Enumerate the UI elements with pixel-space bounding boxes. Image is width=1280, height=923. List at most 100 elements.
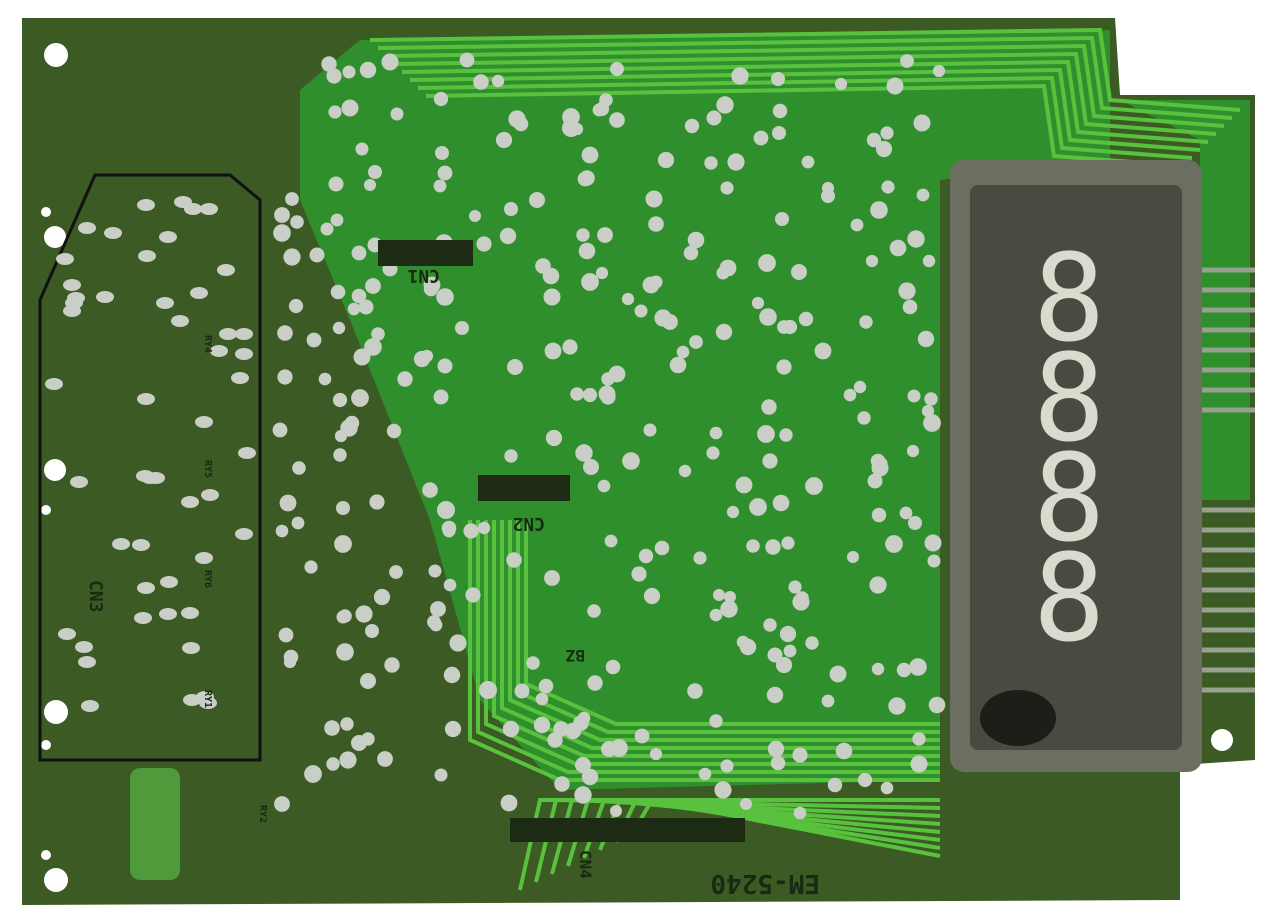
solder-pad (913, 114, 931, 132)
solder-pad (881, 180, 895, 194)
solder-pad (899, 506, 913, 520)
solder-pad (359, 61, 377, 79)
solder-pad (377, 751, 393, 767)
solder-pad (544, 342, 562, 360)
solder-pad (309, 247, 325, 263)
solder-pad (141, 472, 159, 484)
solder-pad (332, 321, 346, 335)
solder-pad (506, 552, 522, 568)
solder-pad (715, 323, 733, 341)
solder-pad (463, 523, 479, 539)
solder-pad (753, 130, 769, 146)
solder-pad (159, 231, 177, 243)
cn4-label: CN4 (576, 850, 595, 879)
solder-pad (538, 678, 554, 694)
solder-pad (676, 345, 690, 359)
solder-pad (553, 721, 569, 737)
vfd-display (950, 160, 1202, 772)
solder-pad (500, 794, 518, 812)
solder-pad (368, 165, 382, 179)
solder-pad (853, 380, 867, 394)
solder-pad (870, 201, 888, 219)
solder-pad (328, 105, 342, 119)
solder-pad (709, 714, 723, 728)
solder-pad (459, 52, 475, 68)
solder-pad (526, 656, 540, 670)
solder-pad (390, 107, 404, 121)
solder-pad (604, 534, 618, 548)
solder-pad (137, 582, 155, 594)
solder-pad (875, 140, 893, 158)
solder-pad (389, 565, 403, 579)
solder-pad (869, 576, 887, 594)
solder-pad (58, 628, 76, 640)
solder-pad (477, 521, 491, 535)
solder-pad (758, 254, 776, 272)
solder-pad (605, 659, 621, 675)
solder-pad (81, 700, 99, 712)
solder-pad (781, 536, 795, 550)
solder-pad (437, 358, 453, 374)
solder-pad (634, 728, 650, 744)
solder-pad (827, 777, 843, 793)
solder-pad (898, 282, 916, 300)
solder-pad (160, 576, 178, 588)
solder-pad (792, 593, 810, 611)
solder-pad (889, 239, 907, 257)
solder-pad (288, 298, 304, 314)
relay-label: RY4 (202, 335, 213, 353)
solder-pad (709, 608, 723, 622)
solder-pad (338, 609, 352, 623)
solder-pad (587, 675, 603, 691)
solder-pad (927, 554, 941, 568)
solder-pad (507, 359, 523, 375)
solder-pad (469, 210, 481, 222)
solder-pad (921, 404, 935, 418)
solder-pad (724, 591, 736, 603)
solder-pad (159, 608, 177, 620)
solder-pad (871, 507, 887, 523)
buzzer-label: BZ (565, 646, 585, 665)
solder-pad (735, 476, 753, 494)
solder-pad (683, 245, 699, 261)
solder-pad (56, 253, 74, 265)
trace (534, 797, 941, 883)
solder-pad (829, 665, 847, 683)
solder-pad (533, 716, 551, 734)
solder-pad (455, 321, 469, 335)
solder-pad (442, 524, 456, 538)
solder-pad (275, 524, 289, 538)
solder-pad (423, 281, 439, 297)
solder-pad (479, 681, 497, 699)
solder-pad (763, 618, 777, 632)
solder-pad (908, 516, 922, 530)
solder-pad (138, 250, 156, 262)
solder-pad (283, 655, 297, 669)
vfd-digit: 8 (1033, 230, 1105, 369)
solder-pad (45, 378, 63, 390)
solder-pad (437, 501, 455, 519)
solder-pad (621, 292, 635, 306)
solder-pad (210, 345, 228, 357)
solder-pad (910, 755, 928, 773)
solder-pad (543, 288, 561, 306)
solder-pad (285, 192, 299, 206)
relay-label: RY5 (202, 460, 213, 478)
solder-pad (687, 683, 703, 699)
solder-pad (706, 110, 722, 126)
trace (484, 520, 940, 766)
solder-pad (562, 108, 580, 126)
solder-pad (132, 539, 150, 551)
solder-pad (360, 673, 376, 689)
solder-pad (885, 535, 903, 553)
solder-pad (719, 259, 737, 277)
solder-pad (272, 422, 288, 438)
trace (393, 51, 1217, 136)
solder-pad (326, 757, 340, 771)
solder-pad (610, 62, 624, 76)
solder-pad (339, 751, 357, 769)
solder-pad (364, 338, 382, 356)
solder-pad (277, 369, 293, 385)
solder-pad (746, 539, 760, 553)
solder-pad (544, 570, 560, 586)
